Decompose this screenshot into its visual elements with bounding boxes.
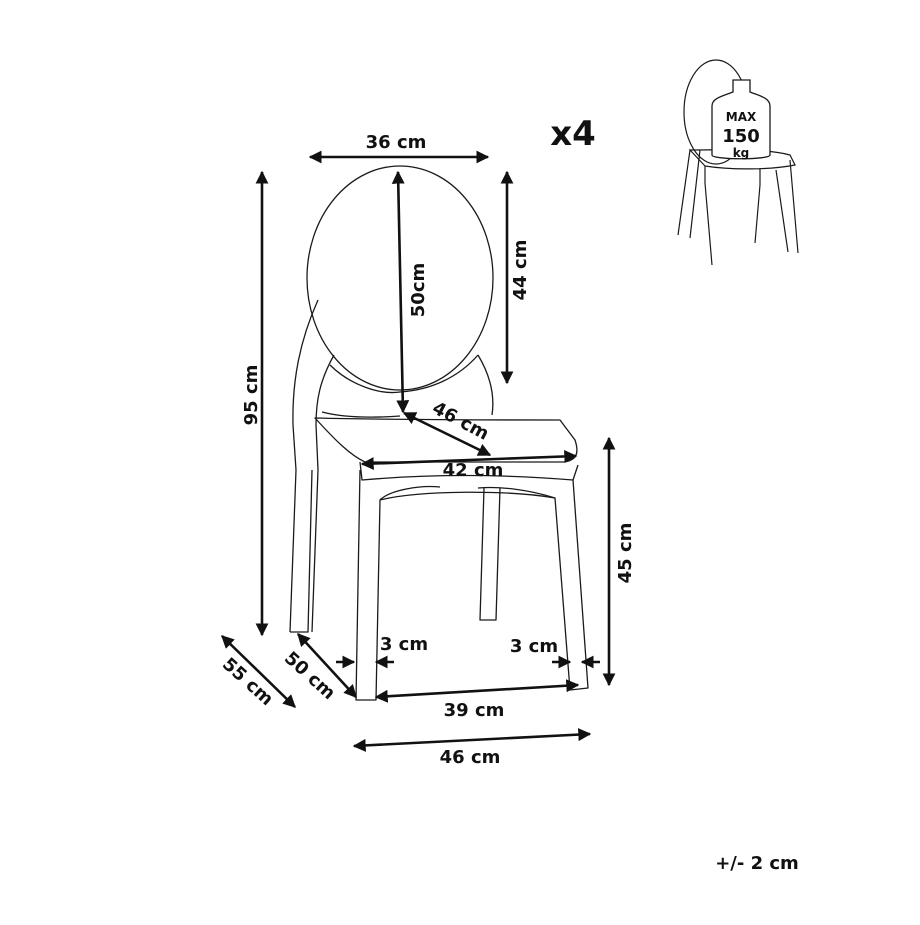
label-base-inner: 39 cm xyxy=(444,700,505,721)
dim-line-backrest-inner xyxy=(391,170,410,414)
max-load-line1: MAX xyxy=(726,110,757,124)
seat-front-edge xyxy=(359,461,579,481)
dimension-labels: 36 cm 95 cm 44 cm 50cm 46 cm 42 cm 45 cm… xyxy=(218,132,636,768)
back-leg-right xyxy=(479,487,501,621)
max-load-icon: MAX 150 kg xyxy=(677,59,799,266)
label-backrest-width: 36 cm xyxy=(366,132,427,153)
dim-line-seat-width xyxy=(360,449,578,471)
label-backrest-outer: 44 cm xyxy=(510,240,531,301)
tolerance-note: +/- 2 cm xyxy=(715,853,799,874)
dim-line-base-total xyxy=(352,728,592,752)
chair-drawing xyxy=(289,165,589,701)
label-seat-height: 45 cm xyxy=(615,523,636,584)
dim-line-depth-total xyxy=(221,635,296,708)
max-load-line3: kg xyxy=(733,146,750,160)
icon-seat xyxy=(677,149,799,266)
front-leg-left xyxy=(355,469,441,701)
label-depth-base: 50 cm xyxy=(280,648,339,704)
icon-weight xyxy=(711,79,771,160)
dim-line-seat-depth xyxy=(402,411,492,457)
label-leg-depth-right: 3 cm xyxy=(510,636,558,657)
dim-line-depth-base xyxy=(297,633,357,698)
label-total-height: 95 cm xyxy=(241,365,262,426)
label-leg-depth-left: 3 cm xyxy=(380,634,428,655)
back-frame-right xyxy=(477,354,494,416)
back-frame-link-lower xyxy=(321,411,401,418)
label-backrest-inner: 50cm xyxy=(408,263,429,317)
label-seat-width: 42 cm xyxy=(443,460,504,481)
seat-underside xyxy=(379,491,556,501)
label-base-total: 46 cm xyxy=(440,747,501,768)
front-leg-right xyxy=(477,479,589,691)
dim-line-base-inner xyxy=(374,679,580,703)
back-frame-left xyxy=(289,299,319,633)
back-frame-left-inner xyxy=(311,354,335,633)
label-seat-depth: 46 cm xyxy=(429,398,492,445)
quantity-label: x4 xyxy=(550,114,596,154)
max-load-line2: 150 xyxy=(722,126,760,147)
dimension-lines xyxy=(221,150,616,752)
back-leg-left xyxy=(290,469,313,633)
